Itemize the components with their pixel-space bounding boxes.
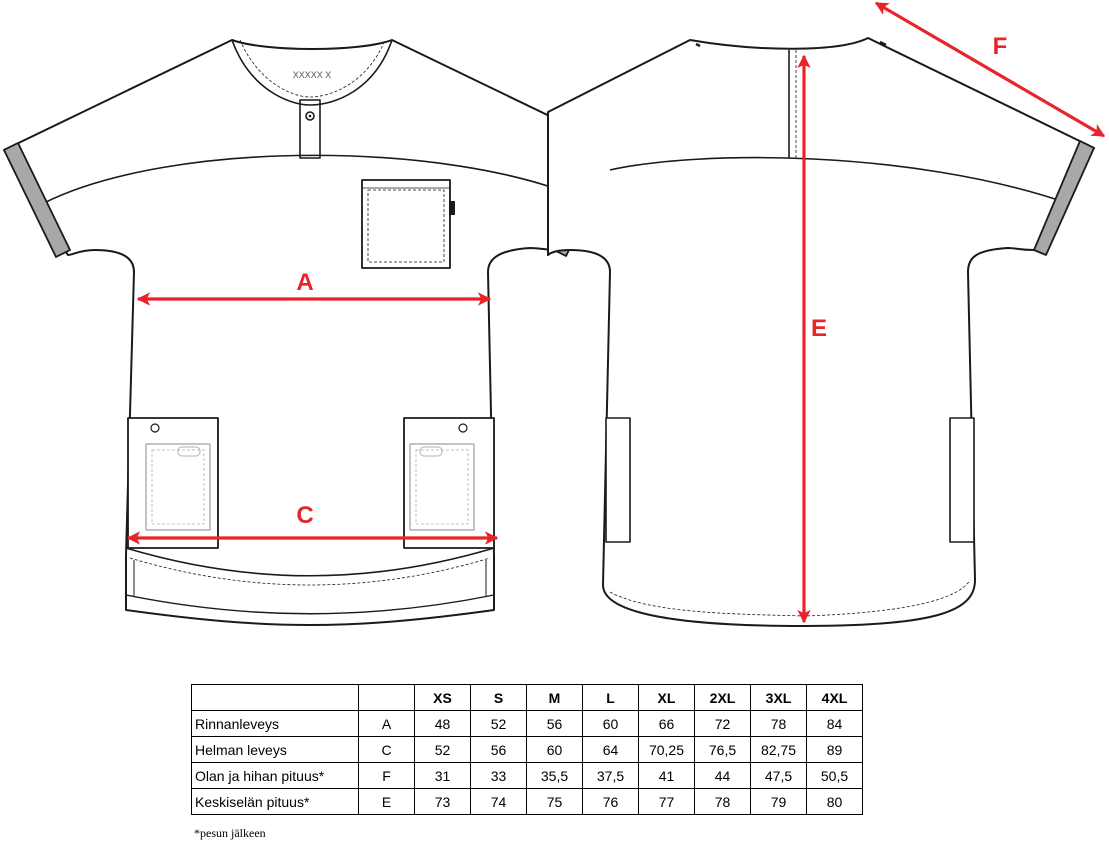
dimension-label-c: C [296,502,313,529]
measurement-name: Rinnanleveys [191,710,359,737]
table-row: Keskiselän pituus* E 73 74 75 76 77 78 7… [191,788,863,815]
size-header: L [582,684,639,711]
table-row: Olan ja hihan pituus* F 31 33 35,5 37,5 … [191,762,863,789]
dimension-arrow-f [874,1,1106,138]
front-hem [125,547,495,577]
table-cell: 41 [638,762,695,789]
header-blank-cell [191,684,359,711]
size-header: XL [638,684,695,711]
chest-pocket [361,179,451,269]
table-cell: 64 [582,736,639,763]
table-cell: 89 [806,736,863,763]
table-cell: 48 [414,710,471,737]
table-row: Helman leveys C 52 56 60 64 70,25 76,5 8… [191,736,863,763]
table-cell: 52 [414,736,471,763]
size-header: M [526,684,583,711]
neckline [231,39,393,106]
dimension-label-e: E [811,315,827,342]
back-left-side-slit [605,417,631,543]
table-cell: 60 [582,710,639,737]
table-cell: 47,5 [750,762,807,789]
front-left-lower-pocket [127,417,219,549]
size-header: 4XL [806,684,863,711]
front-placket [299,99,321,159]
table-cell: 35,5 [526,762,583,789]
size-table: XS S M L XL 2XL 3XL 4XL Rinnanleveys A 4… [191,684,863,815]
table-cell: 73 [414,788,471,815]
dimension-arrows [126,1,1106,624]
measurement-code: F [358,762,415,789]
table-cell: 56 [526,710,583,737]
table-cell: 50,5 [806,762,863,789]
table-cell: 66 [638,710,695,737]
measurement-code: E [358,788,415,815]
table-cell: 75 [526,788,583,815]
measurement-name: Olan ja hihan pituus* [191,762,359,789]
size-header: 2XL [694,684,751,711]
garment-diagram: XXXXX X A C E F [3,1,1106,627]
size-header: 3XL [750,684,807,711]
table-cell: 37,5 [582,762,639,789]
measurement-name: Keskiselän pituus* [191,788,359,815]
table-cell: 76,5 [694,736,751,763]
front-label: XXXXX X [293,70,332,80]
table-cell: 78 [694,788,751,815]
dimension-label-a: A [296,269,313,296]
size-header: S [470,684,527,711]
table-cell: 33 [470,762,527,789]
table-cell: 70,25 [638,736,695,763]
table-row: Rinnanleveys A 48 52 56 60 66 72 78 84 [191,710,863,737]
measurement-name: Helman leveys [191,736,359,763]
header-code-cell [358,684,415,711]
table-cell: 72 [694,710,751,737]
footnote: *pesun jälkeen [194,826,266,840]
front-right-lower-pocket [403,417,495,549]
placket-button-icon [305,111,315,121]
front-left-sleeve-reflective-band [3,142,71,258]
table-cell: 31 [414,762,471,789]
table-cell: 79 [750,788,807,815]
table-cell: 77 [638,788,695,815]
chest-pocket-tab [449,201,455,215]
table-cell: 76 [582,788,639,815]
measurement-code: A [358,710,415,737]
measurement-code: C [358,736,415,763]
table-cell: 82,75 [750,736,807,763]
dimension-label-f: F [993,33,1008,60]
table-cell: 56 [470,736,527,763]
size-header: XS [414,684,471,711]
table-cell: 80 [806,788,863,815]
table-cell: 84 [806,710,863,737]
table-cell: 74 [470,788,527,815]
table-cell: 60 [526,736,583,763]
table-cell: 52 [470,710,527,737]
table-cell: 44 [694,762,751,789]
back-right-side-slit [949,417,975,543]
size-table-header: XS S M L XL 2XL 3XL 4XL [191,684,863,711]
back-sleeve-reflective-band [1033,140,1095,256]
table-cell: 78 [750,710,807,737]
